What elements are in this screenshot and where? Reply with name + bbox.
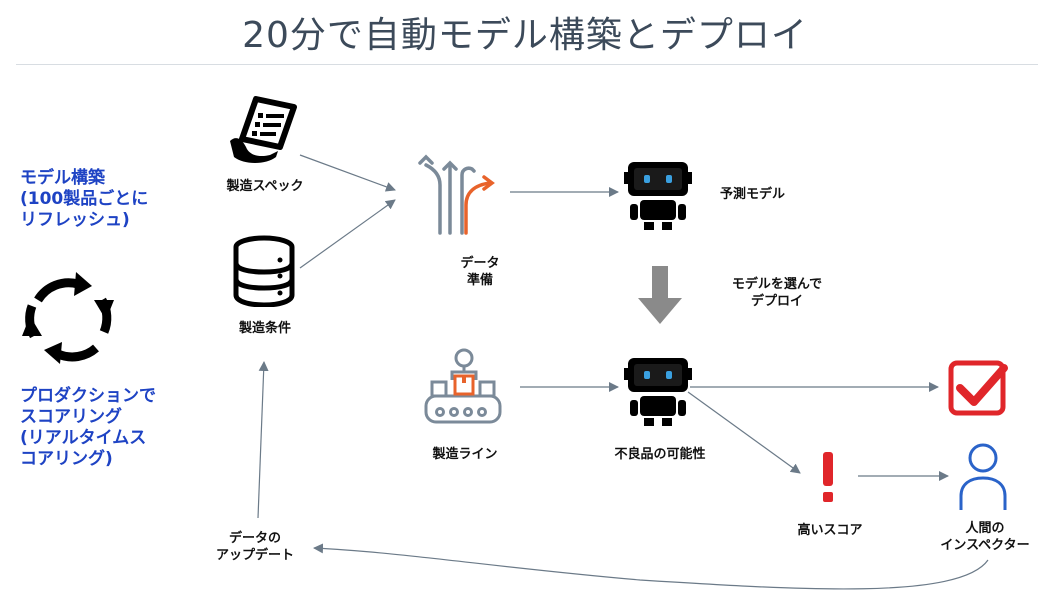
page-title: 20分で自動モデル構築とデプロイ xyxy=(242,15,808,56)
title-divider xyxy=(16,64,1038,65)
production-line-label: 製造ライン xyxy=(432,447,498,462)
person-icon xyxy=(959,443,1007,510)
document-icon xyxy=(230,96,297,163)
arrow-inspector-to-update xyxy=(313,543,989,590)
inspector-label: 人間の インスペクター xyxy=(940,521,1030,553)
robot-icon xyxy=(624,358,692,426)
data-prep-label: データ 準備 xyxy=(460,256,500,288)
high-score-label: 高いスコア xyxy=(797,523,863,538)
arrow-robot-to-score xyxy=(687,391,801,474)
production-scoring-text: プロダクションで スコアリング (リアルタイムス コアリング) xyxy=(20,386,156,469)
spec-label: 製造スペック xyxy=(226,179,304,194)
select-deploy-label: モデルを選んで デプロイ xyxy=(731,277,823,309)
exclamation-icon xyxy=(823,452,833,502)
data-update-label: データの アップデート xyxy=(215,531,294,563)
database-icon xyxy=(233,235,295,307)
robot-icon xyxy=(624,162,692,230)
conveyor-robot-icon xyxy=(424,348,502,424)
arrow-conditions-to-prep xyxy=(299,199,396,269)
conditions-label: 製造条件 xyxy=(238,321,291,336)
down-arrow-icon xyxy=(638,266,682,324)
cycle-icon xyxy=(22,272,114,364)
arrow-update-to-conditions xyxy=(257,361,269,519)
data-prep-arrows-icon xyxy=(418,154,495,235)
model-build-text: モデル構築 (100製品ごとに リフレッシュ) xyxy=(20,168,149,230)
predict-model-label: 予測モデル xyxy=(720,187,786,202)
defect-possibility-label: 不良品の可能性 xyxy=(614,447,706,462)
checkmark-icon xyxy=(948,360,1008,416)
arrow-spec-to-prep xyxy=(299,154,396,192)
